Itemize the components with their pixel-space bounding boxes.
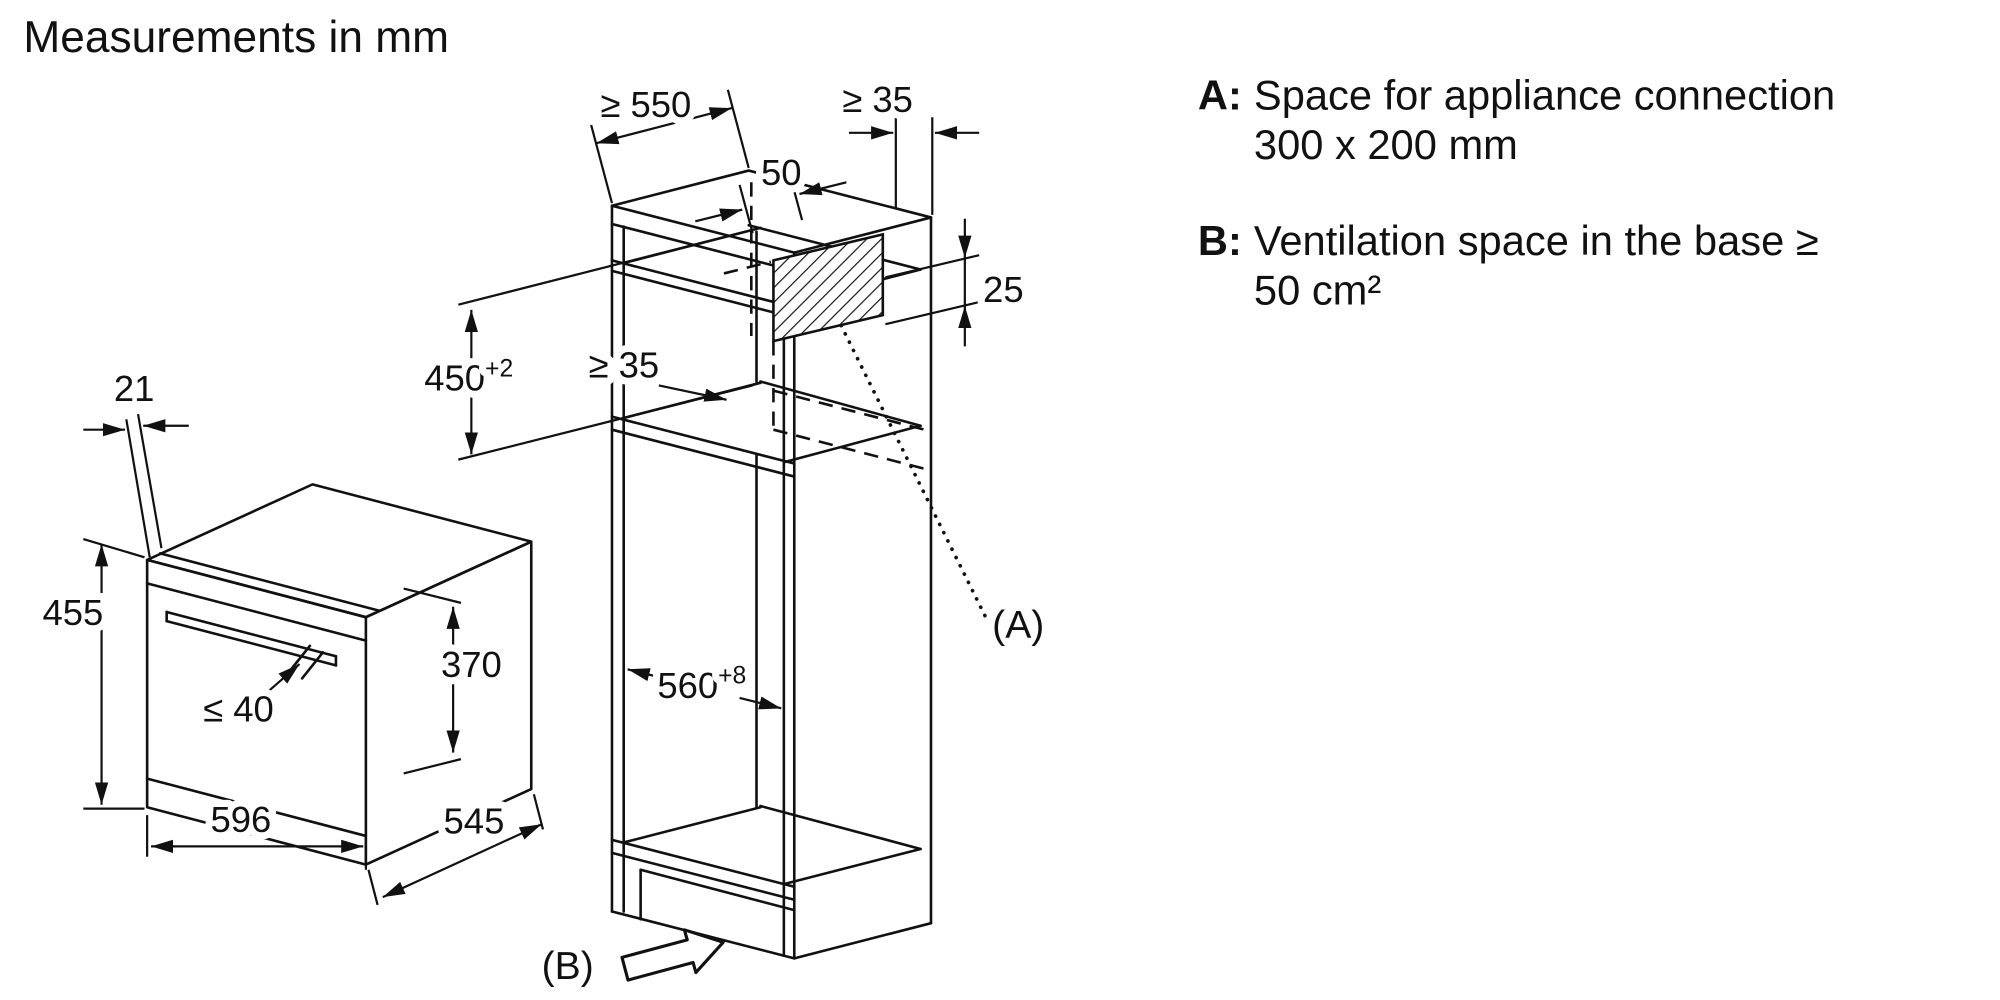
page-title: Measurements in mm [23,13,449,62]
dim-cavity-height: 370 [403,587,509,775]
legend-a-line2: 300 x 200 mm [1254,121,1518,168]
label-b: (B) [542,945,594,988]
svg-text:370: 370 [441,644,502,685]
svg-text:≥ 35: ≥ 35 [842,79,913,120]
svg-text:450+2: 450+2 [424,355,513,398]
svg-text:≥ 35: ≥ 35 [589,345,660,386]
dim-rear-vent-gap: ≥ 35 [581,337,727,402]
dim-oven-depth: 545 [367,793,545,906]
dim-frame-depth: 21 [83,361,189,558]
svg-text:545: 545 [444,800,505,841]
cabinet-drawing: (A) (B) ≥ 550 ≥ 35 50 [417,72,1044,988]
legend-key-b: B: [1198,217,1242,264]
dim-oven-height: 455 [35,538,145,810]
oven-drawing: 21 455 ≤ 40 370 596 [35,361,545,906]
oven-body [145,483,533,866]
svg-text:560+8: 560+8 [657,663,746,706]
legend-b-line1: Ventilation space in the base ≥ [1254,217,1819,264]
legend-b-line2: 50 cm² [1254,267,1381,314]
svg-text:21: 21 [114,368,155,409]
dim-oven-width: 596 [146,792,367,870]
legend: A: Space for appliance connection 300 x … [1198,71,1835,313]
legend-key-a: A: [1198,71,1242,118]
dim-top-rear-gap: ≥ 35 [835,72,980,215]
dim-top-depth: ≥ 550 [590,77,750,204]
legend-a-line1: Space for appliance connection [1254,71,1835,118]
label-a: (A) [992,604,1044,647]
svg-text:≤ 40: ≤ 40 [203,688,274,729]
ventilation-arrow [620,928,725,982]
svg-text:455: 455 [43,592,104,633]
connection-area-hatch [772,232,885,343]
leader-a-dotted-line [839,323,988,620]
cabinet-shelves [610,223,922,921]
dim-niche-width: 560+8 [627,655,782,713]
dim-niche-height: 450+2 [417,228,756,461]
svg-text:50: 50 [761,152,802,193]
dim-connection-offset: 50 [695,145,847,234]
dim-handle-depth: ≤ 40 [196,663,301,737]
svg-text:25: 25 [983,269,1024,310]
svg-text:≥ 550: ≥ 550 [600,84,691,125]
dim-connection-drop: 25 [885,218,1031,347]
svg-text:596: 596 [210,799,271,840]
cabinet-hidden-lines [723,182,925,471]
